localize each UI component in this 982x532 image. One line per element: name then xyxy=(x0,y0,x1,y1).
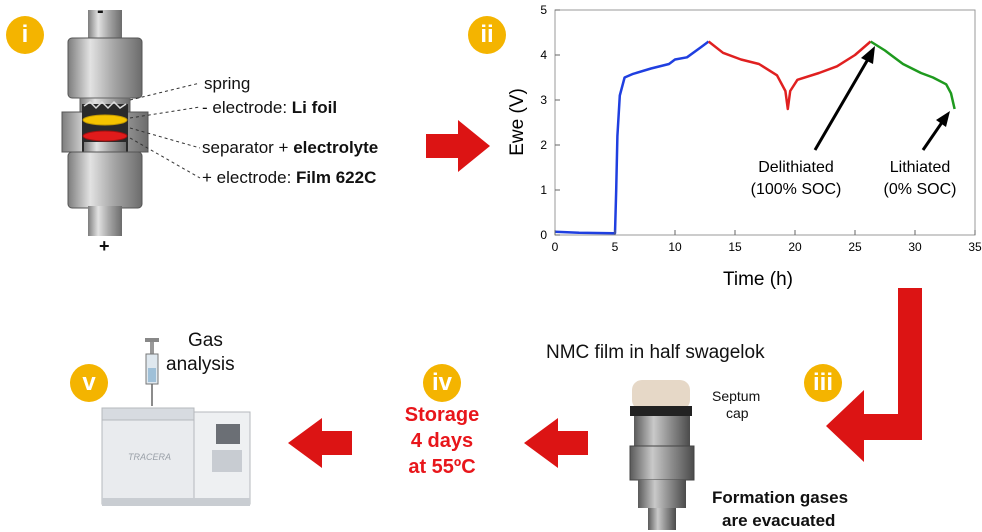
arrow-shape-3 xyxy=(524,418,588,468)
annotation-lithiated-line2: (0% SOC) xyxy=(884,181,957,198)
sep-prefix: separator + xyxy=(202,138,294,157)
y-tick-label: 2 xyxy=(540,138,547,152)
gc-keypad xyxy=(212,450,242,472)
step3-title: NMC film in half swagelok xyxy=(546,342,765,363)
lower-body xyxy=(638,480,686,508)
pos-prefix: + electrode: xyxy=(202,168,297,187)
arrow-iii-to-iv xyxy=(524,418,588,468)
step-badge-iv: iv xyxy=(423,364,461,402)
x-tick-label: 25 xyxy=(848,240,862,254)
arrow-ii-to-iii xyxy=(826,288,922,462)
gas-analysis-line-1: Gas xyxy=(188,330,223,351)
step3-caption-2: are evacuated xyxy=(722,511,836,530)
series-line-3 xyxy=(869,40,956,110)
leader-cathode xyxy=(129,137,201,179)
leader-sep xyxy=(129,127,201,149)
septum-cap-label-2: cap xyxy=(726,405,749,421)
x-tick-label: 20 xyxy=(788,240,802,254)
step-badge-iii: iii xyxy=(804,364,842,402)
storage-line-3: at 55ºC xyxy=(408,456,476,478)
series-line-1 xyxy=(554,40,710,235)
upper-body xyxy=(634,416,690,446)
label-spring: spring xyxy=(204,74,251,93)
y-tick-label: 0 xyxy=(540,228,547,242)
gc-top-lid xyxy=(101,407,195,421)
voltage-time-chart: 0 5 10 15 20 25 30 35 0 1 2 3 4 5 Time (h) Ewe (V) De… xyxy=(507,3,982,290)
step-badge-i: i xyxy=(6,16,44,54)
cap-ring xyxy=(630,406,692,416)
gc-left-unit xyxy=(101,415,195,505)
cathode-disk xyxy=(82,130,128,142)
y-tick-label: 1 xyxy=(540,183,547,197)
leader-spring xyxy=(129,82,201,101)
neg-prefix: - electrode: xyxy=(202,98,292,117)
syringe-icon xyxy=(145,338,159,406)
plus-terminal: + xyxy=(99,236,110,256)
storage-line-1: Storage xyxy=(404,404,480,426)
y-tick-label: 4 xyxy=(540,48,547,62)
arrowhead-lithiated xyxy=(936,111,950,127)
x-tick-label: 35 xyxy=(968,240,982,254)
gc-screen xyxy=(216,424,240,444)
annotation-lithiated-line1: Lithiated xyxy=(890,159,951,176)
spring-coil xyxy=(83,100,127,110)
label-neg-electrode: - electrode: Li foil xyxy=(202,98,337,118)
x-tick-label: 30 xyxy=(908,240,922,254)
septum-cap-shape xyxy=(632,380,690,410)
sep-material: electrolyte xyxy=(293,138,379,157)
arrow-iv-to-v xyxy=(288,418,352,468)
arrow-shape-4 xyxy=(288,418,352,468)
annotation-lithiated: Lithiated (0% SOC) xyxy=(884,111,957,198)
arrow-delithiated xyxy=(813,53,873,151)
gc-brand-text: TRACERA xyxy=(128,452,171,462)
y-axis-label: Ewe (V) xyxy=(507,88,528,156)
minus-terminal: - xyxy=(97,0,104,22)
swagelok-cell-diagram xyxy=(61,10,201,236)
pos-material: Film 622C xyxy=(296,168,377,187)
syringe-liquid xyxy=(148,368,156,382)
arrowhead-delithiated xyxy=(861,46,875,64)
bottom-nut xyxy=(67,151,143,209)
middle-nut xyxy=(629,445,695,481)
annotation-delithiated-line1: Delithiated xyxy=(758,159,834,176)
syringe-rod xyxy=(150,342,154,354)
y-tick-label: 5 xyxy=(540,3,547,17)
top-tube xyxy=(88,10,122,40)
top-nut xyxy=(67,37,143,99)
series-line-2 xyxy=(707,40,872,111)
x-tick-label: 5 xyxy=(612,240,619,254)
bottom-tube xyxy=(88,206,122,236)
septum-cap-label-1: Septum xyxy=(712,388,761,404)
neg-material: Li foil xyxy=(291,98,338,117)
x-tick-label: 0 xyxy=(552,240,559,254)
gas-chromatograph-icon: TRACERA xyxy=(101,407,251,506)
arrow-shape-2 xyxy=(826,288,922,462)
gc-base xyxy=(102,498,250,506)
lower-tube xyxy=(648,508,676,530)
y-tick-label: 3 xyxy=(540,93,547,107)
syringe-plunger xyxy=(145,338,159,342)
plot-frame xyxy=(554,9,976,236)
gas-analysis-line-2: analysis xyxy=(166,354,235,375)
arrow-i-to-ii xyxy=(426,120,490,172)
li-foil-disk xyxy=(82,114,128,126)
x-axis-label: Time (h) xyxy=(723,269,793,290)
step-badge-ii: ii xyxy=(468,16,506,54)
storage-line-2: 4 days xyxy=(410,430,474,452)
step3-caption-1: Formation gases xyxy=(712,488,849,507)
label-pos-electrode: + electrode: Film 622C xyxy=(202,168,376,188)
annotation-delithiated: Delithiated (100% SOC) xyxy=(751,46,875,198)
arrow-shape-1 xyxy=(426,120,490,172)
annotation-delithiated-line2: (100% SOC) xyxy=(751,181,842,198)
label-separator: separator + electrolyte xyxy=(202,138,378,158)
x-tick-label: 10 xyxy=(668,240,682,254)
half-swagelok-photo xyxy=(629,380,695,530)
step-badge-v: v xyxy=(70,364,108,402)
x-tick-label: 15 xyxy=(728,240,742,254)
